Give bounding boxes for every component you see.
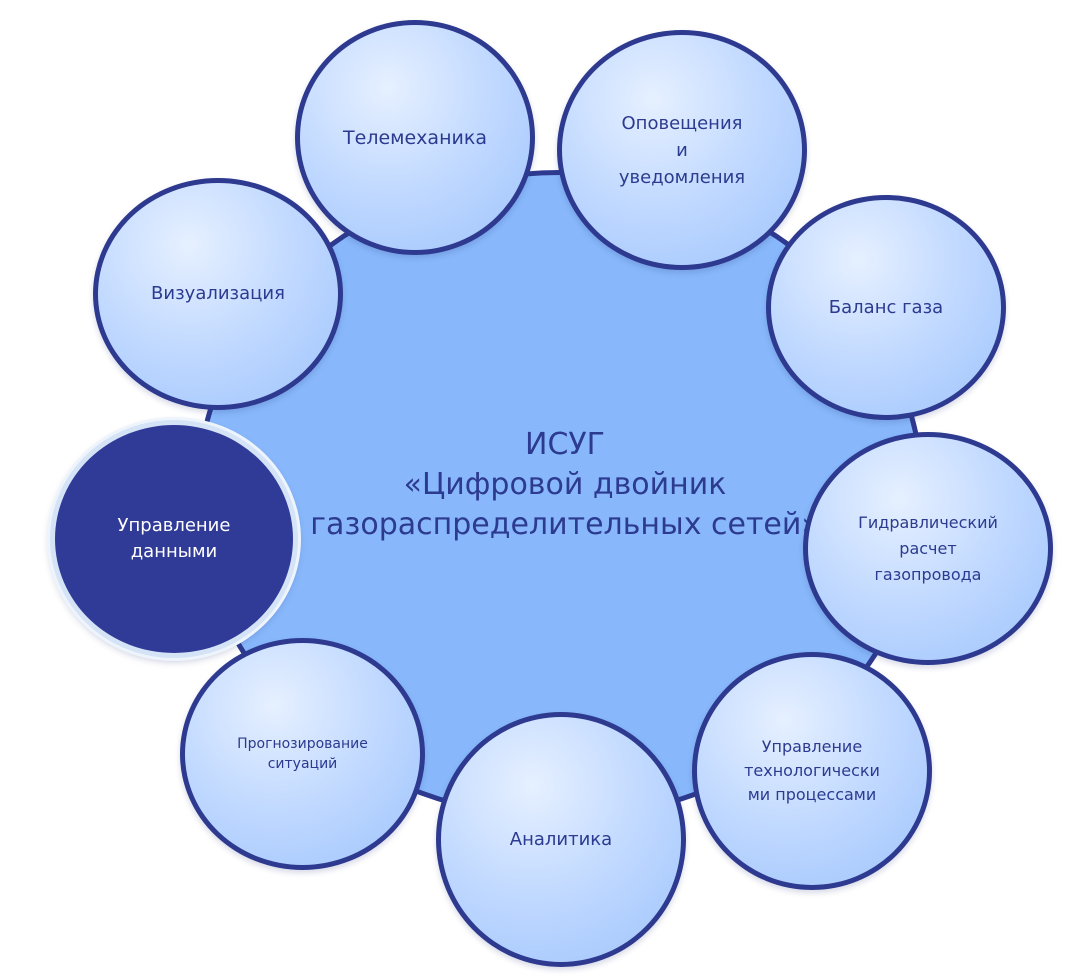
node-notifications-label: Оповещения и уведомления	[618, 112, 746, 188]
node-telemechanics[interactable]: Телемеханика	[295, 20, 535, 255]
node-forecasting-label: Прогнозирование ситуаций	[237, 736, 368, 772]
node-forecasting[interactable]: Прогнозирование ситуаций	[180, 638, 425, 870]
hub-title: ИСУГ «Цифровой двойник газораспределител…	[310, 427, 820, 542]
node-gas-balance[interactable]: Баланс газа	[766, 195, 1006, 420]
node-hydraulic-calculation[interactable]: Гидравлический расчет газопровода	[803, 432, 1053, 665]
node-process-control[interactable]: Управление технологически ми процессами	[692, 652, 932, 890]
node-data-management-label: Управление данными	[117, 515, 231, 562]
node-analytics-label: Аналитика	[509, 828, 613, 850]
node-process-control-label: Управление технологически ми процессами	[744, 737, 880, 804]
node-telemechanics-label: Телемеханика	[343, 126, 487, 149]
node-visualization[interactable]: Визуализация	[93, 178, 343, 410]
node-notifications[interactable]: Оповещения и уведомления	[557, 30, 807, 270]
node-analytics[interactable]: Аналитика	[436, 712, 686, 967]
node-gas-balance-label: Баланс газа	[828, 296, 944, 318]
node-data-management[interactable]: Управление данными	[50, 420, 298, 658]
node-hydraulic-calculation-label: Гидравлический расчет газопровода	[858, 512, 998, 584]
node-visualization-label: Визуализация	[151, 283, 285, 304]
